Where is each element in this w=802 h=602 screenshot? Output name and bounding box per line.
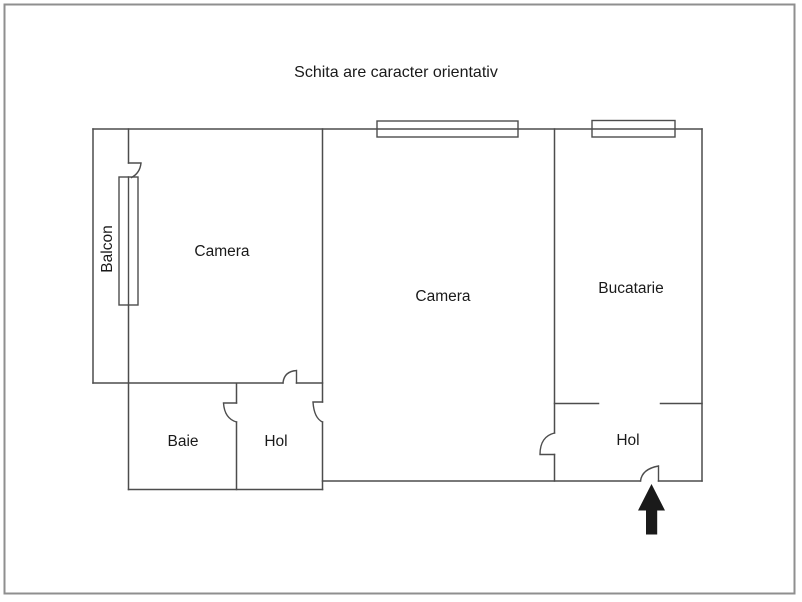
doors	[127, 162, 660, 482]
entrance-arrow-icon	[638, 484, 665, 535]
room-label-baie: Baie	[167, 433, 198, 450]
door-entrance	[639, 465, 660, 482]
page-title: Schita are caracter orientativ	[294, 64, 498, 81]
door-balcon	[127, 162, 142, 179]
room-label-camera-left: Camera	[194, 243, 250, 260]
room-label-hol-left: Hol	[264, 433, 287, 450]
door-baie	[222, 402, 238, 423]
window-bucatarie	[591, 119, 676, 138]
room-label-camera-middle: Camera	[415, 288, 471, 305]
door-camera-left	[282, 369, 298, 384]
walls	[92, 128, 703, 491]
room-label-hol-right: Hol	[616, 432, 639, 449]
room-label-bucatarie: Bucatarie	[598, 280, 663, 297]
windows	[118, 119, 676, 306]
window-camera-middle	[376, 120, 519, 138]
door-hol-left	[312, 401, 324, 423]
door-camera-middle	[539, 432, 556, 456]
labels: Schita are caracter orientativ Balcon Ca…	[99, 64, 664, 450]
room-label-balcon: Balcon	[99, 225, 116, 272]
page-border	[3, 3, 796, 595]
